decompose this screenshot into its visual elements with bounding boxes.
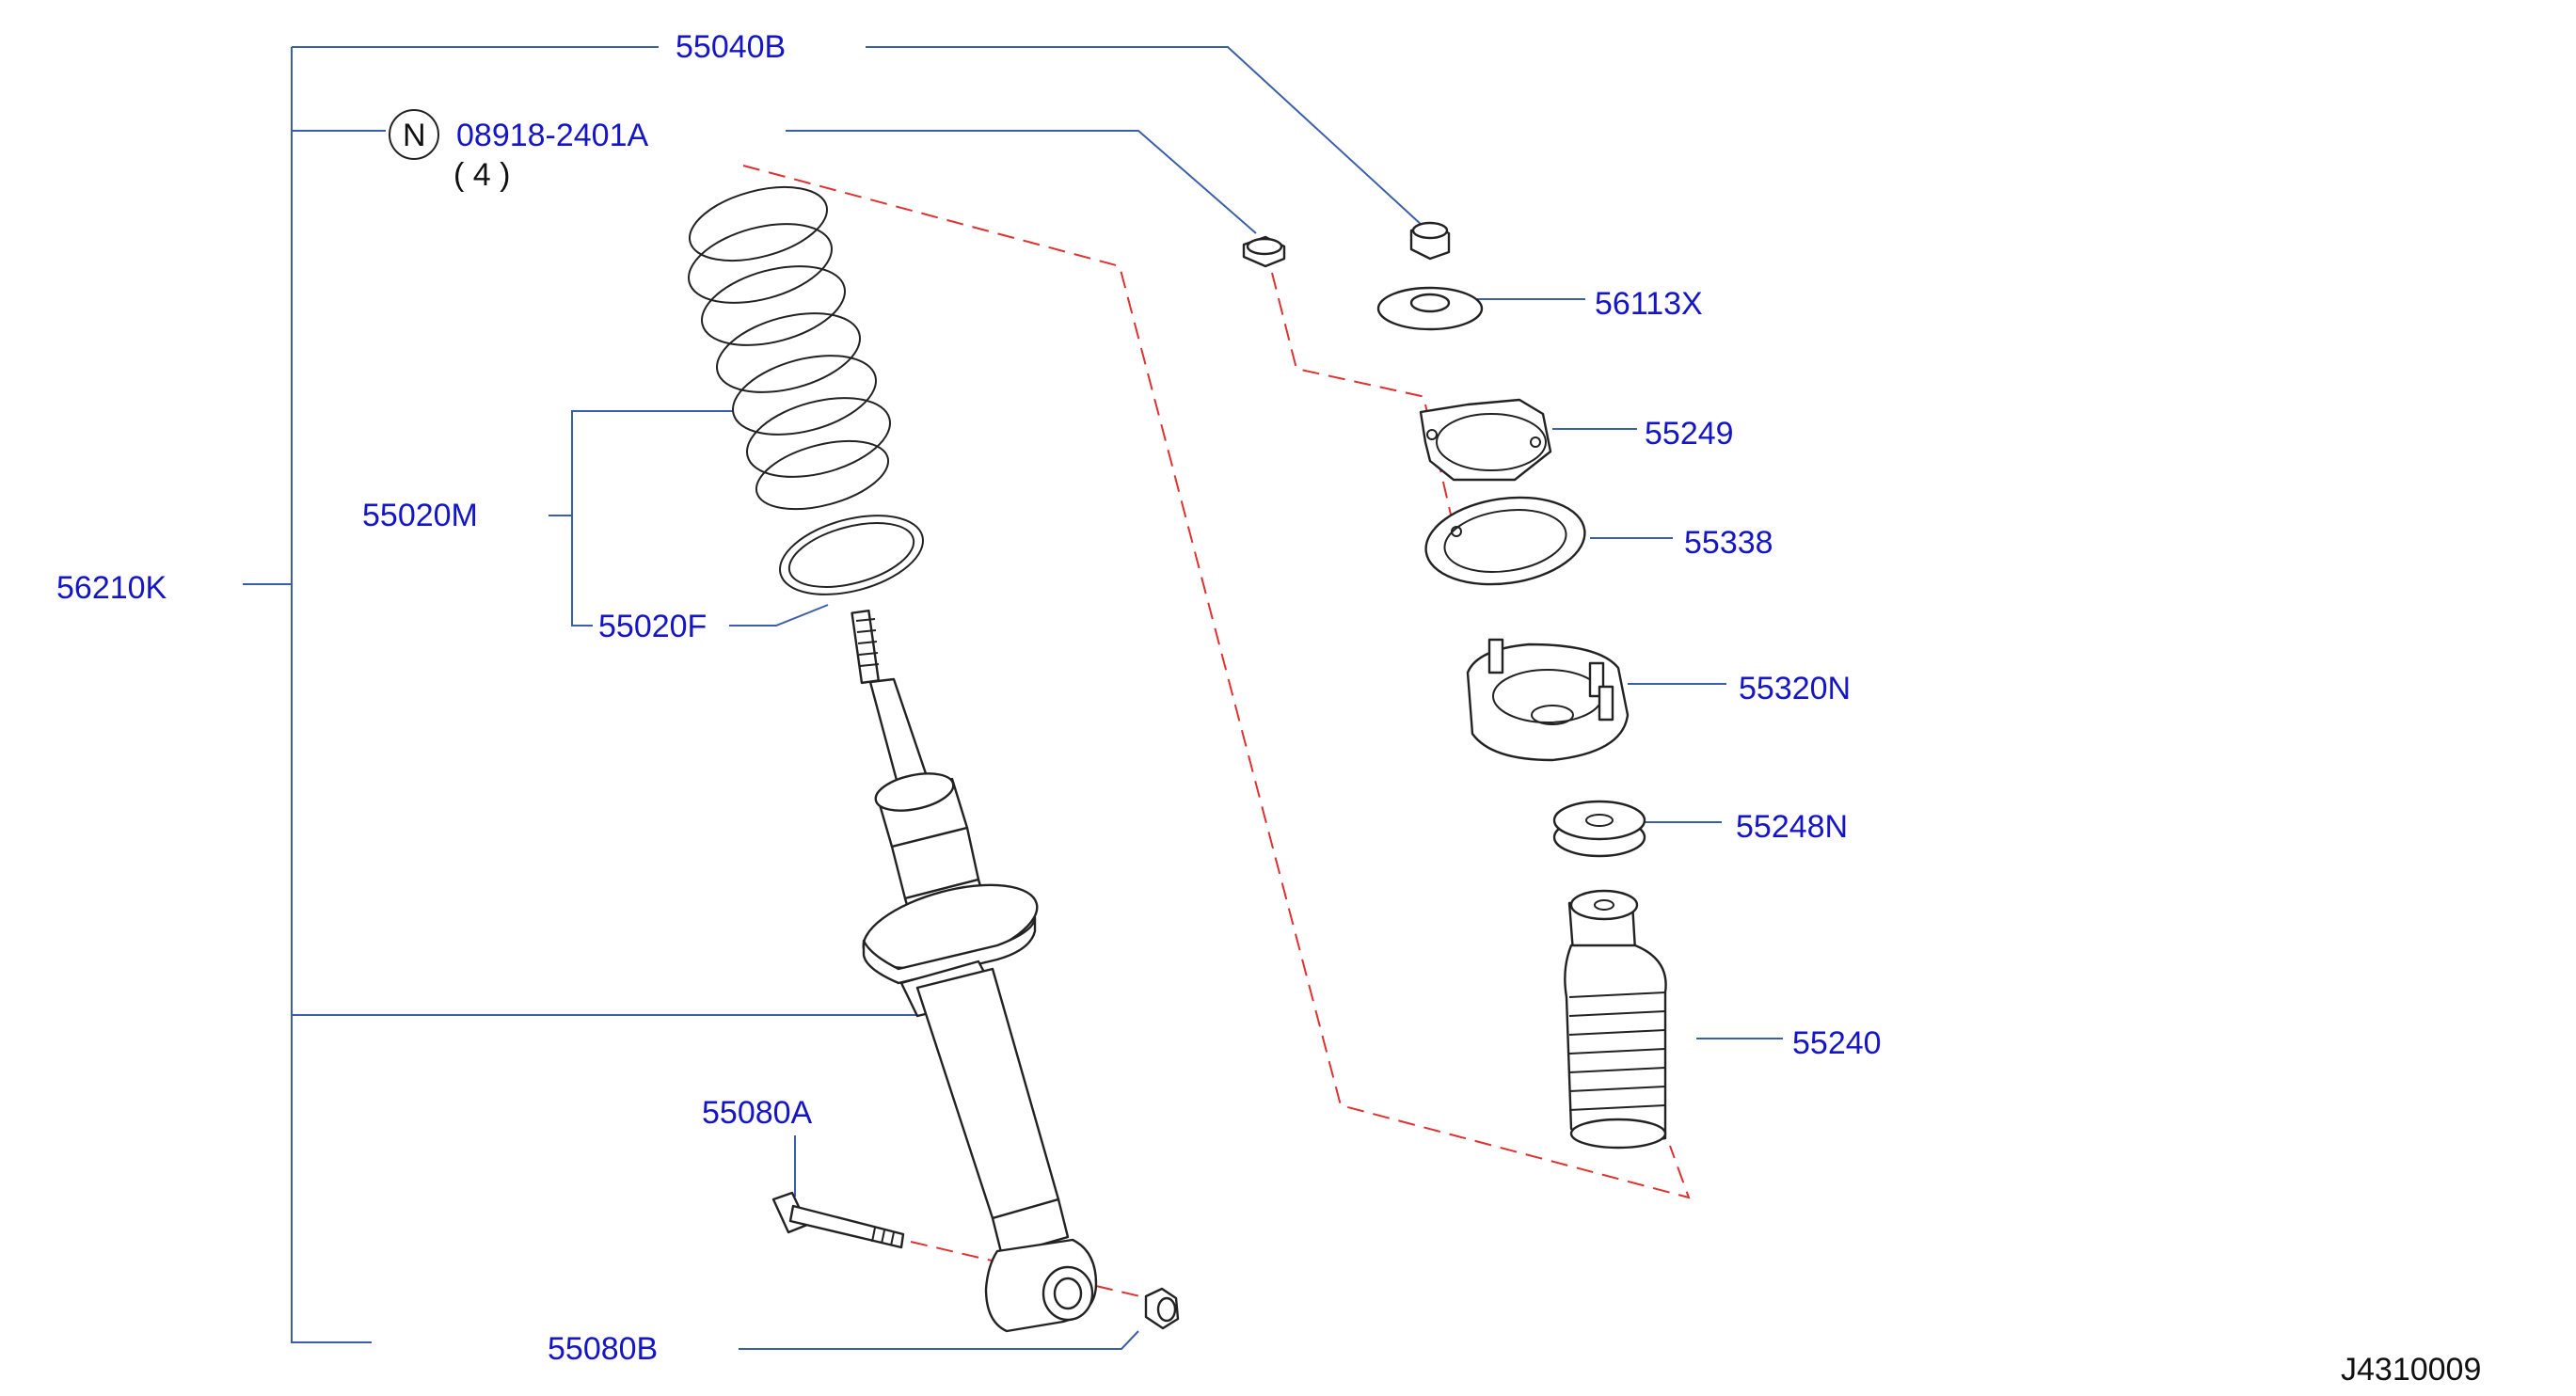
label-55020M[interactable]: 55020M (362, 498, 478, 533)
bumper-cap (1552, 800, 1646, 858)
label-55040B[interactable]: 55040B (676, 29, 786, 65)
shock-absorber (851, 609, 1098, 1333)
label-55248N[interactable]: 55248N (1736, 809, 1848, 845)
label-55080A[interactable]: 55080A (702, 1095, 813, 1131)
label-n-symbol: N (403, 118, 426, 153)
label-55240[interactable]: 55240 (1792, 1025, 1882, 1061)
insulator (1424, 496, 1586, 586)
lower-nut (1144, 1287, 1180, 1330)
spring-seat (779, 515, 924, 595)
bracket-56210K (291, 47, 372, 1343)
label-55020F[interactable]: 55020F (598, 609, 707, 644)
standard-part-symbol-icon (389, 109, 439, 160)
mount-plate (1419, 398, 1552, 482)
label-55338[interactable]: 55338 (1684, 525, 1773, 561)
label-qty: ( 4 ) (453, 157, 510, 193)
label-55249[interactable]: 55249 (1645, 416, 1734, 452)
leader-lines (243, 46, 1783, 1350)
small-nut (1242, 235, 1286, 268)
label-56210K[interactable]: 56210K (56, 570, 167, 606)
labels: 56210K 55040B N 08918-2401A ( 4 ) 55020M… (56, 29, 2481, 1388)
label-56113X[interactable]: 56113X (1595, 286, 1703, 322)
label-08918-2401A[interactable]: 08918-2401A (456, 118, 649, 153)
washer (1376, 286, 1484, 331)
bolt (771, 1191, 905, 1249)
diagram-code: J4310009 (2341, 1352, 2481, 1388)
bound-bumper (1564, 889, 1667, 1150)
label-55080B[interactable]: 55080B (548, 1331, 658, 1367)
coil-spring (688, 186, 891, 511)
strut-mount (1466, 638, 1630, 762)
label-55320N[interactable]: 55320N (1739, 671, 1851, 706)
top-nut (1409, 221, 1451, 261)
